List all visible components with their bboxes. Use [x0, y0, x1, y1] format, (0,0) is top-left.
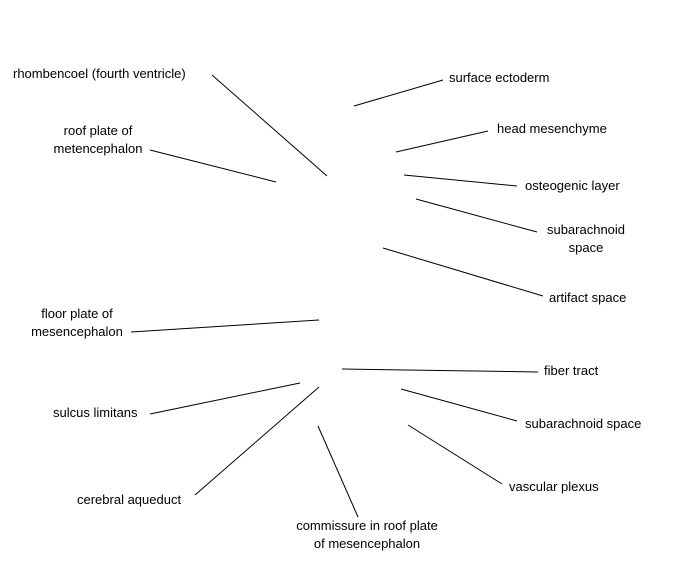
label-line-1: commissure in roof plate: [296, 518, 438, 533]
leader-osteogenic-layer: [403, 174, 518, 187]
leader-rhombencoel: [211, 74, 328, 177]
leader-head-mesenchyme: [395, 130, 489, 153]
label-cerebral-aqueduct: cerebral aqueduct: [77, 492, 182, 507]
leader-commissure: [317, 425, 359, 518]
label-fiber-tract: fiber tract: [544, 363, 599, 378]
label-rhombencoel: rhombencoel (fourth ventricle): [13, 66, 186, 81]
label-line-2: of mesencephalon: [313, 536, 421, 551]
label-surface-ectoderm: surface ectoderm: [449, 70, 550, 85]
label-sulcus-limitans: sulcus limitans: [53, 405, 138, 420]
leader-roof-plate-metencephalon: [149, 149, 277, 183]
leader-sulcus-limitans: [149, 382, 301, 415]
label-commissure: commissure in roof plate of mesencephalo…: [282, 517, 452, 553]
label-artifact-space: artifact space: [549, 290, 627, 305]
leader-subarachnoid-space-lower: [400, 388, 518, 422]
label-head-mesenchyme: head mesenchyme: [497, 121, 607, 136]
label-line-1: subarachnoid: [546, 222, 626, 237]
label-vascular-plexus: vascular plexus: [509, 479, 599, 494]
leader-vascular-plexus: [407, 424, 503, 485]
label-roof-plate-metencephalon: roof plate of metencephalon: [38, 122, 158, 158]
label-line-2: metencephalon: [53, 141, 143, 156]
label-line-1: floor plate of: [41, 306, 113, 321]
label-line-1: roof plate of: [63, 123, 133, 138]
label-line-2: mesencephalon: [31, 324, 123, 339]
leader-artifact-space: [382, 247, 544, 297]
leader-surface-ectoderm: [353, 79, 444, 107]
label-line-2: space: [568, 240, 604, 255]
leader-cerebral-aqueduct: [194, 386, 320, 496]
label-floor-plate-mesencephalon: floor plate of mesencephalon: [17, 305, 137, 341]
leader-floor-plate-mesencephalon: [130, 319, 320, 333]
label-subarachnoid-space-upper: subarachnoid space: [536, 221, 636, 257]
leader-subarachnoid-space-upper: [415, 198, 538, 233]
leader-fiber-tract: [341, 368, 539, 373]
label-osteogenic-layer: osteogenic layer: [525, 178, 620, 193]
label-subarachnoid-space-lower: subarachnoid space: [525, 416, 642, 431]
